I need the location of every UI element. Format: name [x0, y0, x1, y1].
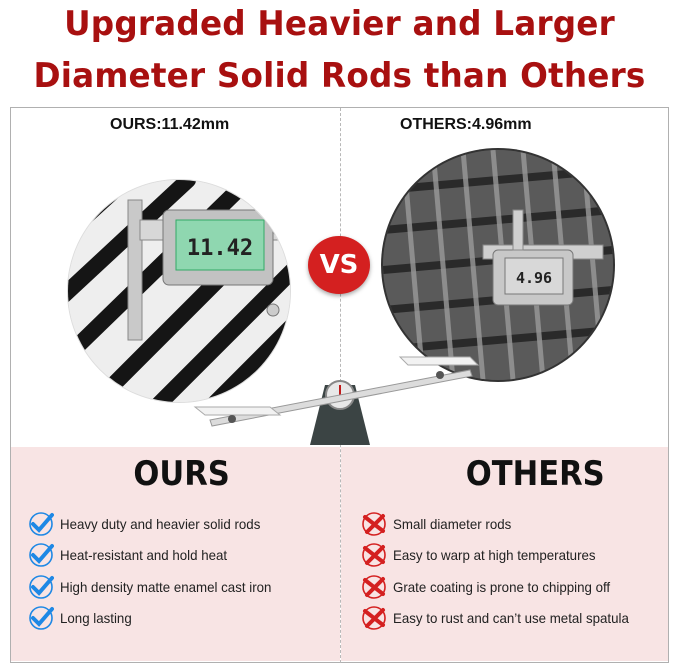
list-item-label: Heat-resistant and hold heat [60, 547, 228, 564]
ours-caliper-reading: 11.42 [187, 236, 253, 261]
others-feature-list: Small diameter rods Easy to warp at high… [361, 508, 641, 634]
list-item: Heat-resistant and hold heat [28, 540, 283, 572]
cross-icon [362, 511, 386, 536]
comparison-frame [10, 107, 669, 663]
seesaw-illustration [193, 356, 480, 445]
others-caliper-reading: 4.96 [516, 269, 552, 287]
list-item-label: Heavy duty and heavier solid rods [60, 515, 261, 532]
ours-measurement: OURS:11.42mm [110, 116, 230, 133]
cross-icon [362, 543, 386, 568]
list-item: Heavy duty and heavier solid rods [28, 508, 283, 540]
ours-feature-list: Heavy duty and heavier solid rods Heat-r… [28, 508, 283, 634]
list-item-label: Easy to warp at high temperatures [393, 547, 596, 564]
others-title: OTHERS [465, 454, 605, 494]
list-item: Small diameter rods [361, 508, 641, 540]
seesaw-right-plate [398, 356, 480, 366]
others-grate-photo: 4.96 [383, 150, 613, 380]
headline-line-2: Diameter Solid Rods than Others [33, 56, 646, 96]
check-icon [29, 574, 54, 599]
list-item-label: Easy to rust and can’t use metal spatula [393, 610, 629, 627]
seesaw-left-plate [193, 406, 282, 416]
list-item: Easy to warp at high temperatures [361, 540, 641, 572]
list-item-label: Long lasting [60, 610, 132, 627]
check-icon [29, 543, 54, 568]
list-item-label: High density matte enamel cast iron [60, 578, 272, 595]
others-measurement: OTHERS:4.96mm [400, 116, 532, 133]
ours-title: OURS [133, 454, 230, 494]
cross-icon [362, 606, 386, 631]
headline-line-1: Upgraded Heavier and Larger [64, 4, 615, 44]
list-item: Grate coating is prone to chipping off [361, 571, 641, 603]
check-icon [29, 511, 54, 536]
list-item-label: Grate coating is prone to chipping off [393, 578, 611, 595]
list-item-label: Small diameter rods [393, 515, 512, 532]
list-item: High density matte enamel cast iron [28, 571, 283, 603]
cross-icon [362, 574, 386, 599]
others-panel [341, 447, 668, 661]
ours-panel [11, 447, 340, 661]
list-item: Easy to rust and can’t use metal spatula [361, 603, 641, 635]
others-grate-image: 4.96 [383, 150, 613, 380]
list-item: Long lasting [28, 603, 283, 635]
vs-badge: VS [308, 236, 370, 294]
check-icon [29, 606, 54, 631]
